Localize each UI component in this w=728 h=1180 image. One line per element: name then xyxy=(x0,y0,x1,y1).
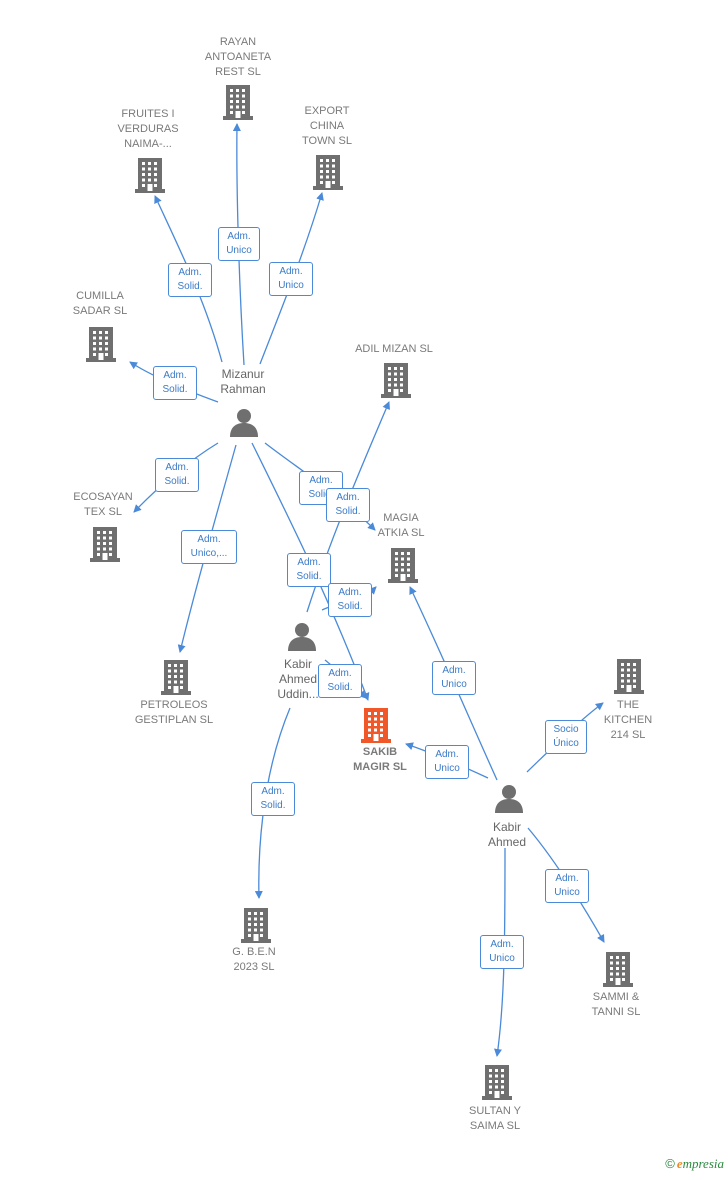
brand-initial: e xyxy=(676,1156,683,1171)
node-label: G. B.E.N 2023 SL xyxy=(232,946,276,973)
person-icon xyxy=(230,409,258,437)
building-icon xyxy=(388,548,418,583)
building-icon xyxy=(241,908,271,943)
node-label: SULTAN Y SAIMA SL xyxy=(469,1105,521,1132)
building-icon xyxy=(161,660,191,695)
node-label: Kabir Ahmed xyxy=(487,820,527,849)
person-icon xyxy=(288,623,316,651)
node-label: ADIL MIZAN SL xyxy=(355,342,433,355)
role-label-mizanur-to-fruites[interactable]: Adm. Solid. xyxy=(168,263,212,297)
role-label-kabir_uddin-to-magia[interactable]: Adm. Solid. xyxy=(328,583,372,617)
node-label: ECOSAYAN TEX SL xyxy=(73,491,133,518)
role-label-kabir-to-sammi[interactable]: Adm. Unico xyxy=(545,869,589,903)
role-label-mizanur-to-ecosayan[interactable]: Adm. Solid. xyxy=(155,458,199,492)
role-label-kabir-to-sultan[interactable]: Adm. Unico xyxy=(480,935,524,969)
role-label-kabir-to-sakib[interactable]: Adm. Unico xyxy=(425,745,469,779)
node-label: FRUITES I VERDURAS NAIMA-... xyxy=(117,107,179,150)
role-label-mizanur-to-export[interactable]: Adm. Unico xyxy=(269,262,313,296)
building-icon xyxy=(614,659,644,694)
node-label: RAYAN ANTOANETA REST SL xyxy=(204,35,272,78)
role-label-kabir_uddin-to-gben[interactable]: Adm. Solid. xyxy=(318,664,362,698)
node-label: SAMMI & TANNI SL xyxy=(591,991,641,1018)
empresia-footer[interactable]: ©empresia xyxy=(665,1156,724,1172)
role-label-mizanur-to-rayan[interactable]: Adm. Unico xyxy=(218,227,260,261)
building-icon xyxy=(90,527,120,562)
building-icon xyxy=(361,708,391,743)
node-label: CUMILLA SADAR SL xyxy=(72,290,128,317)
role-label-mizanur-to-sakib[interactable]: Adm. Solid. xyxy=(287,553,331,587)
node-label: Kabir Ahmed Uddin... xyxy=(277,656,319,701)
person-icon xyxy=(495,785,523,813)
role-label-mizanur-to-petroleos[interactable]: Adm. Unico,... xyxy=(181,530,237,564)
node-label: MAGIA ATKIA SL xyxy=(377,512,425,539)
building-icon xyxy=(603,952,633,987)
role-label-kabir-to-magia[interactable]: Adm. Unico xyxy=(432,661,476,695)
building-icon xyxy=(313,155,343,190)
node-label: SAKIB MAGIR SL xyxy=(353,746,407,773)
node-label: THE KITCHEN 214 SL xyxy=(603,698,653,741)
role-label-mizanur-to-cumilla[interactable]: Adm. Solid. xyxy=(153,366,197,400)
building-icon xyxy=(482,1065,512,1100)
role-label-kabir_uddin-to-adil[interactable]: Adm. Solid. xyxy=(326,488,370,522)
building-icon xyxy=(223,85,253,120)
node-label: EXPORT CHINA TOWN SL xyxy=(302,104,352,147)
node-label: Mizanur Rahman xyxy=(220,367,266,396)
brand-name: mpresia xyxy=(682,1156,724,1171)
copyright-symbol: © xyxy=(665,1156,675,1171)
role-label-kabir_uddin-to-sakib[interactable]: Adm. Solid. xyxy=(251,782,295,816)
node-label: PETROLEOS GESTIPLAN SL xyxy=(134,699,214,726)
role-label-kabir-to-kitchen[interactable]: Socio Único xyxy=(545,720,587,754)
building-icon xyxy=(381,363,411,398)
building-icon xyxy=(86,327,116,362)
building-icon xyxy=(135,158,165,193)
